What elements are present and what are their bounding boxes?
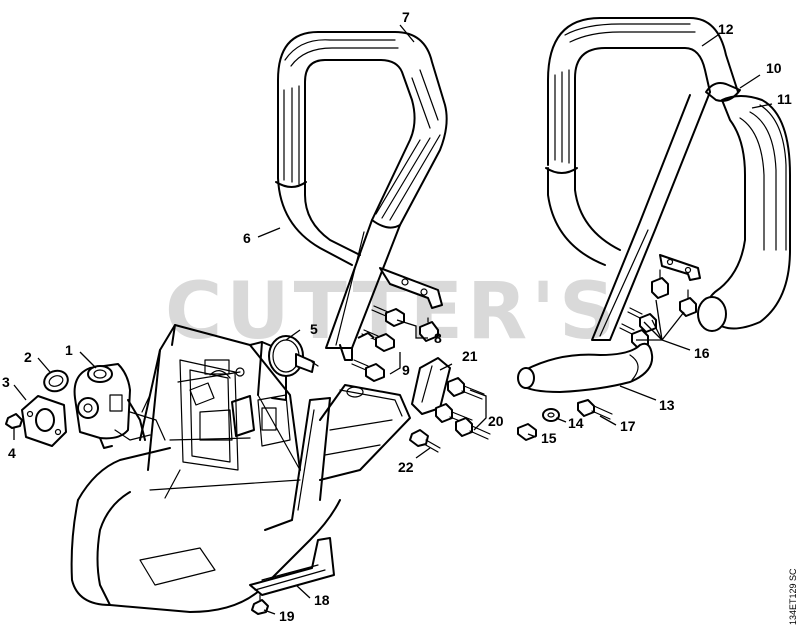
housing-body: [70, 324, 411, 613]
carburetor: [73, 363, 166, 449]
label-1: 1: [65, 342, 73, 358]
label-2: 2: [24, 349, 32, 365]
label-5: 5: [310, 321, 318, 337]
label-6: 6: [243, 230, 251, 246]
label-19: 19: [279, 608, 295, 624]
parts-14-15-17: [517, 399, 613, 441]
label-3: 3: [2, 374, 10, 390]
label-14: 14: [568, 415, 584, 431]
drawing-code: 134ET129 SC: [788, 568, 798, 625]
label-12: 12: [718, 21, 734, 37]
parts-20-21-22: [409, 357, 491, 453]
label-7: 7: [402, 9, 410, 25]
label-20: 20: [488, 413, 504, 429]
leader-lines: [13, 24, 773, 615]
label-10: 10: [766, 60, 782, 76]
label-13: 13: [659, 397, 675, 413]
parts-2-3-4: [5, 369, 69, 447]
part-18-plate: [249, 537, 335, 596]
label-15: 15: [541, 430, 557, 446]
label-17: 17: [620, 418, 636, 434]
handlebar-right: [545, 17, 791, 341]
label-21: 21: [462, 348, 478, 364]
part-labels: 1 2 3 4 5 6 7 8 9 10 11 12 13 14 15 16 1…: [2, 9, 792, 624]
label-4: 4: [8, 445, 16, 461]
screw-group-8-9: [351, 305, 439, 382]
label-11: 11: [777, 91, 792, 107]
part-13-pad: [517, 342, 654, 393]
label-18: 18: [314, 592, 330, 608]
label-22: 22: [398, 459, 414, 475]
label-9: 9: [402, 362, 410, 378]
handlebar-left: [275, 31, 448, 361]
label-8: 8: [434, 330, 442, 346]
label-16: 16: [694, 345, 710, 361]
